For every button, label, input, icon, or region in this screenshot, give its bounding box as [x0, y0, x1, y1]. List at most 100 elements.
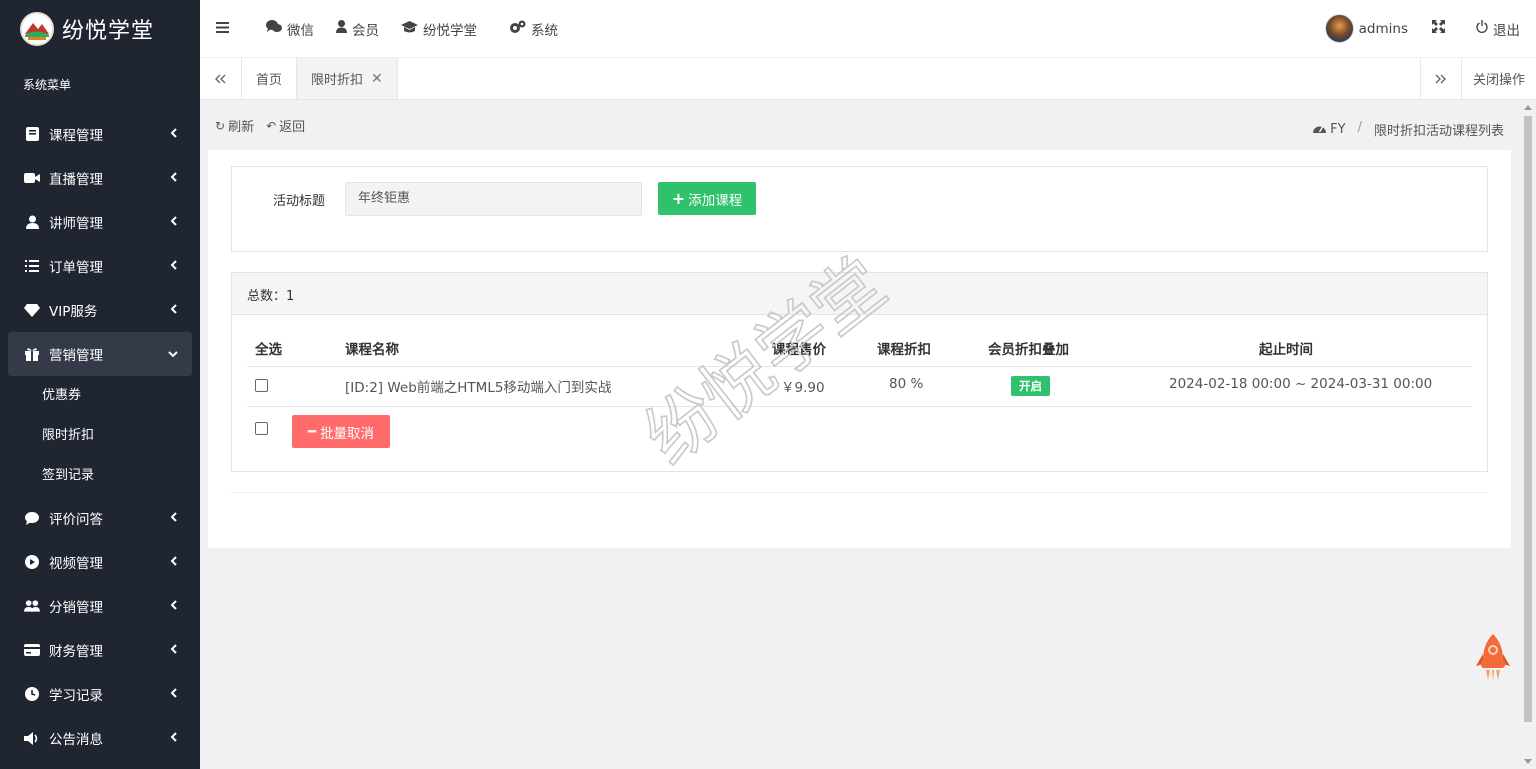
sidebar-item-label: 直播管理 — [49, 172, 103, 188]
select-all-checkbox[interactable] — [255, 422, 268, 435]
topbar-link-label: 纷悦学堂 — [423, 22, 477, 39]
breadcrumb-current: 限时折扣活动课程列表 — [1373, 124, 1504, 139]
breadcrumb: FY / 限时折扣活动课程列表 — [1313, 120, 1504, 139]
th-course-name: 课程名称 — [345, 342, 399, 358]
sidebar-item-label: 财务管理 — [49, 644, 103, 660]
brand[interactable]: 纷悦学堂 — [0, 0, 200, 58]
play-circle-icon — [24, 554, 40, 570]
power-icon — [1476, 20, 1493, 37]
logout-button[interactable]: 退出 — [1476, 0, 1520, 58]
sidebar-item-finance[interactable]: 财务管理 — [0, 628, 200, 672]
activity-title-input[interactable]: 年终钜惠 — [345, 182, 642, 216]
user-menu[interactable]: admins — [1324, 0, 1408, 58]
fullscreen-button[interactable] — [1432, 0, 1450, 58]
add-course-button[interactable]: + 添加课程 — [658, 182, 756, 215]
diamond-icon — [24, 302, 40, 318]
graduation-cap-icon — [401, 20, 423, 37]
chevron-left-icon — [170, 214, 178, 230]
back-button[interactable]: ↶ 返回 — [266, 116, 305, 136]
sidebar-item-distribution[interactable]: 分销管理 — [0, 584, 200, 628]
tab-home[interactable]: 首页 — [242, 58, 298, 99]
topbar-link-school[interactable]: 纷悦学堂 — [401, 0, 477, 58]
sidebar-item-teacher[interactable]: 讲师管理 — [0, 200, 200, 244]
close-icon[interactable]: ✕ — [371, 70, 383, 87]
list-header — [232, 273, 1487, 315]
chevron-left-icon — [170, 302, 178, 318]
sidebar-item-order[interactable]: 订单管理 — [0, 244, 200, 288]
topbar-link-wechat[interactable]: 微信 — [266, 0, 314, 58]
topbar-link-label: 会员 — [352, 22, 379, 39]
chevron-left-icon — [170, 730, 178, 746]
sidebar-item-live[interactable]: 直播管理 — [0, 156, 200, 200]
add-course-label: 添加课程 — [688, 192, 743, 209]
topbar-link-member[interactable]: 会员 — [336, 0, 379, 58]
sidebar-subitem-checkin[interactable]: 签到记录 — [42, 468, 95, 483]
sidebar-item-label: 视频管理 — [49, 556, 103, 572]
close-ops-label: 关闭操作 — [1472, 73, 1525, 88]
plus-icon: + — [671, 189, 686, 208]
th-member-stack: 会员折扣叠加 — [988, 342, 1069, 358]
reply-icon: ↶ — [266, 118, 277, 133]
clock-icon — [24, 686, 40, 702]
scroll-thumb[interactable] — [1524, 116, 1532, 722]
menu-title: 系统菜单 — [23, 78, 72, 92]
sidebar-item-video[interactable]: 视频管理 — [0, 540, 200, 584]
sidebar-item-label: 分销管理 — [49, 600, 103, 616]
chevron-left-icon — [170, 126, 178, 142]
users-icon — [24, 598, 40, 614]
minus-icon: ━ — [307, 423, 317, 440]
list-icon — [24, 258, 40, 274]
row-checkbox[interactable] — [255, 379, 268, 392]
sidebar-item-notice[interactable]: 公告消息 — [0, 716, 200, 760]
tab-label: 首页 — [256, 73, 283, 88]
expand-icon — [1432, 20, 1450, 37]
sidebar-subitem-coupon[interactable]: 优惠券 — [42, 388, 82, 403]
batch-cancel-label: 批量取消 — [320, 425, 375, 442]
sidebar-item-label: VIP服务 — [49, 304, 98, 320]
divider — [247, 366, 1472, 367]
breadcrumb-root[interactable]: FY — [1313, 120, 1346, 139]
close-ops-dropdown[interactable]: 关闭操作 — [1462, 58, 1536, 99]
user-icon — [336, 20, 352, 37]
sidebar-item-label: 订单管理 — [49, 260, 103, 276]
sidebar-item-label: 讲师管理 — [49, 216, 103, 232]
th-select-all[interactable]: 全选 — [255, 342, 282, 358]
dashboard-icon — [1313, 122, 1327, 137]
chevron-left-icon — [170, 598, 178, 614]
rocket-icon — [1476, 634, 1510, 682]
menu-toggle-button[interactable] — [216, 0, 234, 58]
hamburger-icon — [216, 21, 234, 37]
user-tie-icon — [24, 214, 40, 230]
scroll-down-arrow-icon — [1524, 759, 1532, 764]
topbar-link-system[interactable]: 系统 — [509, 0, 558, 58]
video-camera-icon — [24, 170, 40, 186]
breadcrumb-root-label: FY — [1330, 122, 1346, 137]
sidebar-item-marketing[interactable]: 营销管理 — [8, 332, 192, 376]
sidebar-item-label: 课程管理 — [49, 128, 103, 144]
tabs-scroll-left-button[interactable] — [200, 58, 242, 99]
scrollbar[interactable] — [1520, 100, 1536, 769]
double-chevron-left-icon — [215, 69, 226, 88]
topbar-link-label: 微信 — [287, 22, 314, 39]
sidebar-item-label: 营销管理 — [49, 348, 103, 364]
breadcrumb-separator: / — [1357, 120, 1362, 135]
refresh-label: 刷新 — [228, 120, 255, 135]
comments-icon — [266, 20, 287, 37]
sidebar-item-review[interactable]: 评价问答 — [0, 496, 200, 540]
book-icon — [24, 126, 40, 142]
tabs-scroll-right-button[interactable] — [1419, 58, 1462, 99]
scroll-up-arrow-icon — [1524, 105, 1532, 110]
sidebar-item-course[interactable]: 课程管理 — [0, 112, 200, 156]
sidebar-item-study[interactable]: 学习记录 — [0, 672, 200, 716]
back-to-top-button[interactable] — [1473, 632, 1513, 684]
avatar — [1324, 14, 1354, 43]
batch-cancel-button[interactable]: ━ 批量取消 — [292, 415, 390, 448]
refresh-button[interactable]: ↻ 刷新 — [215, 116, 255, 136]
brand-name: 纷悦学堂 — [62, 19, 155, 44]
sidebar: 纷悦学堂 系统菜单 课程管理 直播管理 讲师管理 订单管理 VIP服务 — [0, 0, 200, 769]
sidebar-subitem-flash-discount[interactable]: 限时折扣 — [42, 428, 95, 443]
tabs-bar: 首页 限时折扣 ✕ 关闭操作 — [200, 58, 1536, 100]
tab-flash-discount[interactable]: 限时折扣 ✕ — [297, 58, 398, 99]
total-count: 总数：1 — [247, 289, 295, 304]
sidebar-item-vip[interactable]: VIP服务 — [0, 288, 200, 332]
